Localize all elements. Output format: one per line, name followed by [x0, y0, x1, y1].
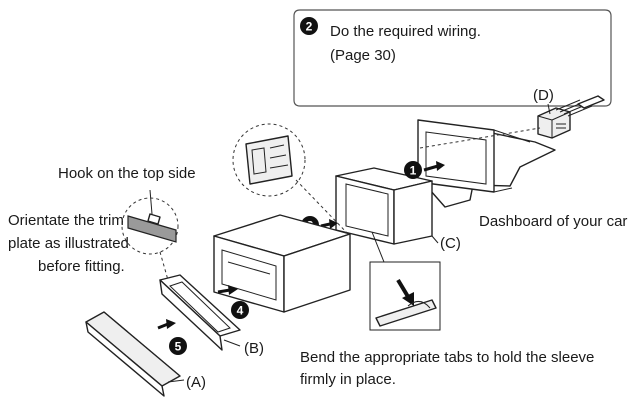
part-d-label: (D): [533, 87, 554, 104]
part-b-label: (B): [244, 340, 264, 357]
tab-bend-detail: [375, 278, 437, 327]
orientate-line-2: plate as illustrated: [8, 235, 129, 252]
wire-route: [419, 127, 541, 149]
step-2-badge: 2: [300, 17, 318, 35]
car-dashboard: [417, 119, 556, 208]
orientate-line-1: Orientate the trim: [8, 212, 124, 229]
trim-plate-b: [159, 274, 241, 351]
trim-hook-detail: [127, 213, 177, 243]
mounting-sleeve-c: [335, 167, 433, 245]
sleeve-detail-leader: [295, 179, 351, 237]
main-unit: [213, 214, 351, 313]
bend-instruction-1: Bend the appropriate tabs to hold the sl…: [300, 349, 594, 366]
part-c-leader: [431, 235, 439, 244]
orientate-line-3: before fitting.: [38, 258, 125, 275]
step-4-marker: 4: [217, 285, 249, 319]
dashboard-label: Dashboard of your car: [479, 213, 627, 230]
part-a-label: (A): [186, 374, 206, 391]
svg-text:4: 4: [237, 304, 244, 318]
svg-text:2: 2: [306, 20, 313, 34]
hook-leader: [149, 189, 153, 215]
trim-detail-leader: [159, 251, 169, 281]
step-1-marker: 1: [404, 161, 445, 179]
step-5-marker: 5: [157, 319, 187, 355]
trim-hook-detail-circle: [121, 197, 179, 255]
wiring-connector-d: [537, 95, 605, 139]
face-plate-a: [85, 311, 181, 397]
part-c-label: (C): [440, 235, 461, 252]
tab-bend-leader: [371, 231, 385, 263]
svg-text:5: 5: [175, 340, 182, 354]
part-a-leader: [167, 379, 185, 383]
wiring-instruction: Do the required wiring.: [330, 23, 481, 40]
hook-label: Hook on the top side: [58, 165, 196, 182]
part-d-leader: [547, 103, 551, 115]
sleeve-tab-detail: [245, 135, 293, 185]
bend-instruction-2: firmly in place.: [300, 371, 396, 388]
part-b-leader: [223, 339, 241, 347]
wiring-page-ref: (Page 30): [330, 47, 396, 64]
svg-text:1: 1: [410, 164, 417, 178]
sleeve-tab-detail-circle: [232, 123, 306, 197]
wiring-callout-box: [293, 9, 612, 107]
tab-bend-detail-frame: [369, 261, 441, 331]
